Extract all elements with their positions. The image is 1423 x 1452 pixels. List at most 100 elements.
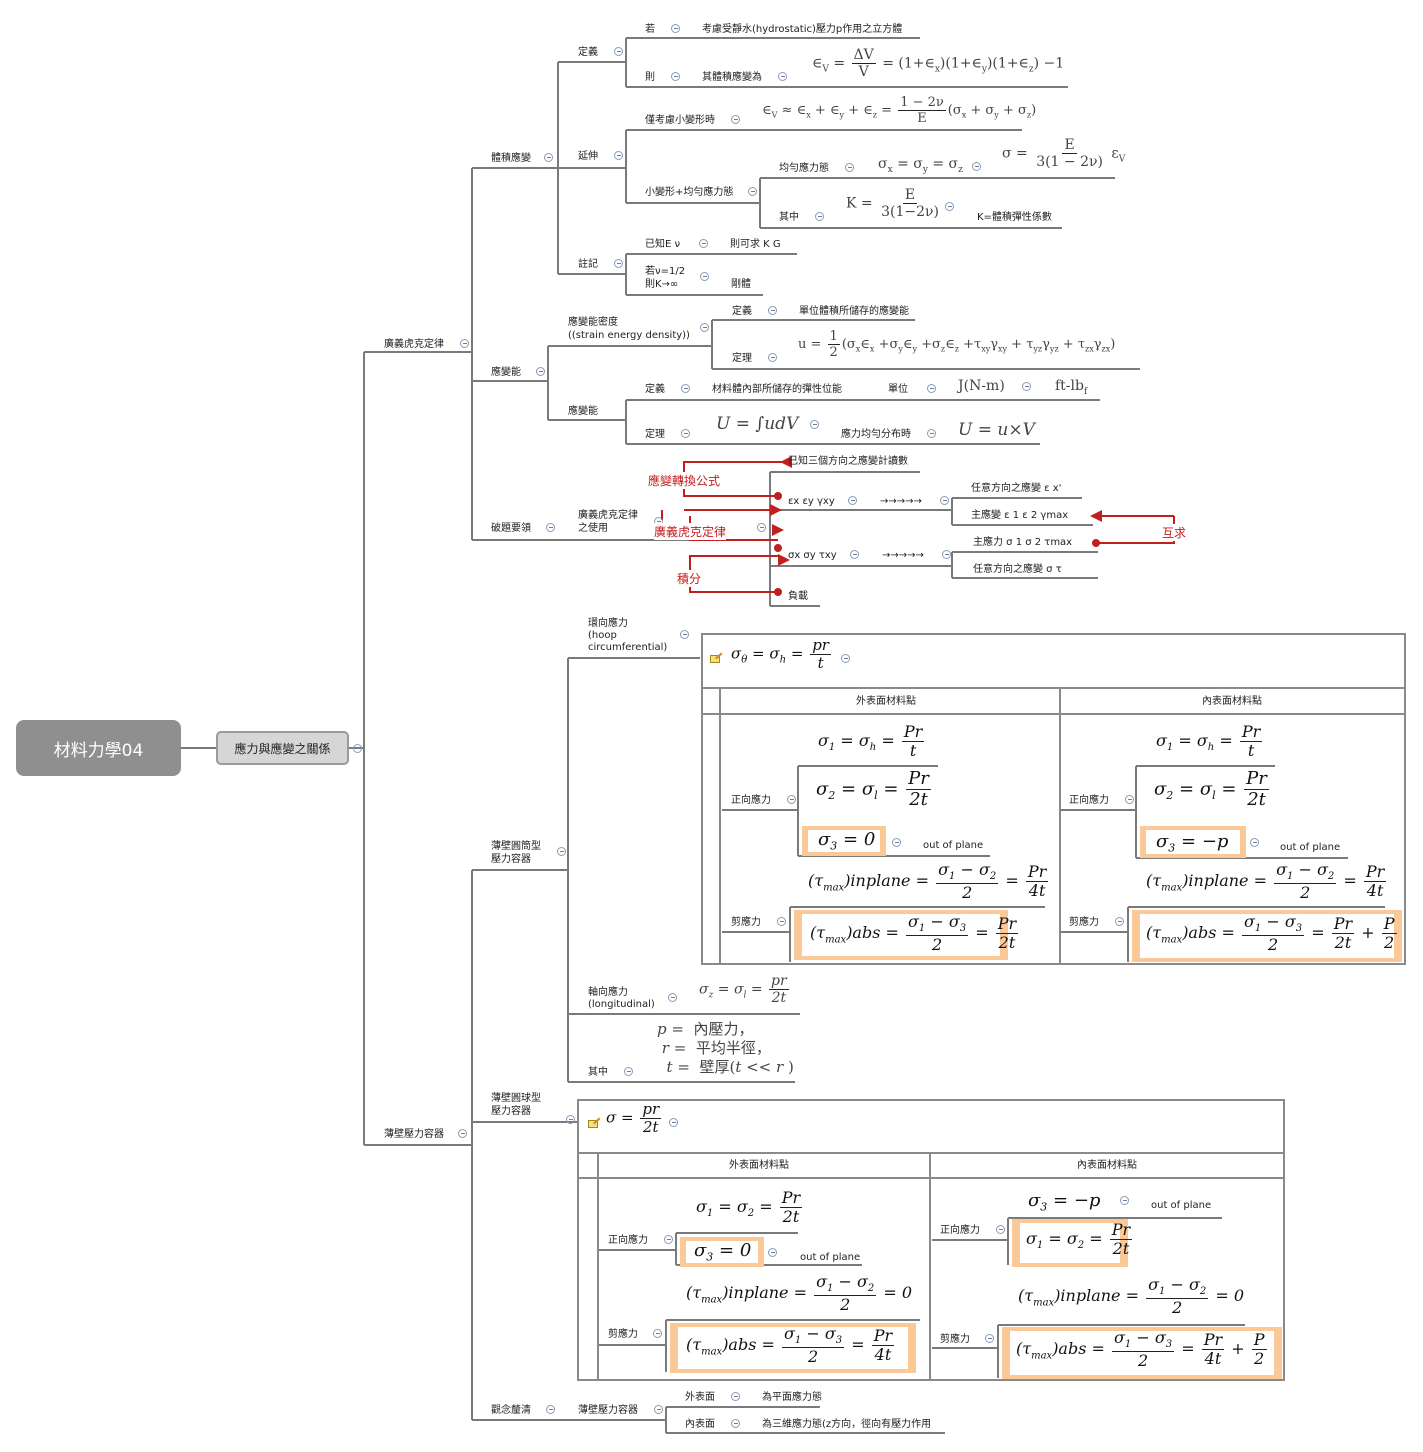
topic-small-uniform[interactable]: 小變形+均勻應力態	[645, 187, 734, 198]
topic-hooke-usage[interactable]: 廣義虎克定律	[578, 510, 638, 521]
collapse-icon[interactable]	[731, 1392, 740, 1401]
collapse-icon[interactable]	[614, 259, 623, 268]
collapse-icon[interactable]	[566, 1115, 575, 1124]
topic-hoop-en[interactable]: (hoop	[588, 630, 617, 641]
topic-theorem[interactable]: 定理	[732, 353, 752, 364]
collapse-icon[interactable]	[841, 654, 850, 663]
collapse-icon[interactable]	[768, 353, 777, 362]
topic-notes[interactable]: 註記	[578, 259, 598, 270]
collapse-icon[interactable]	[668, 993, 677, 1002]
topic-hydrostatic-cube[interactable]: 考慮受靜水(hydrostatic)壓力p作用之立方體	[702, 24, 903, 35]
topic-principal-strain[interactable]: 主應變 ε 1 ε 2 γmax	[971, 510, 1069, 521]
collapse-icon[interactable]	[731, 115, 740, 124]
collapse-icon[interactable]	[850, 550, 859, 559]
edit-icon[interactable]	[588, 1117, 601, 1128]
collapse-icon[interactable]	[653, 1329, 662, 1338]
topic-principal-stress[interactable]: 主應力 σ 1 σ 2 τmax	[973, 537, 1073, 548]
collapse-icon[interactable]	[731, 1419, 740, 1428]
collapse-icon[interactable]	[546, 1405, 555, 1414]
collapse-icon[interactable]	[945, 202, 954, 211]
topic-3d-stress[interactable]: 為三維應力態(z方向，徑向有壓力作用	[762, 1419, 932, 1430]
collapse-icon[interactable]	[768, 1248, 777, 1257]
collapse-icon[interactable]	[700, 323, 709, 332]
topic-concept-vessel[interactable]: 薄壁壓力容器	[578, 1405, 638, 1416]
topic-normal-stress[interactable]: 正向應力	[731, 795, 771, 806]
topic-hooke-usage-2[interactable]: 之使用	[578, 523, 608, 534]
topic-definition[interactable]: 定義	[732, 306, 752, 317]
topic-uniform-distribution[interactable]: 應力均勻分布時	[841, 429, 911, 440]
topic-small-deformation[interactable]: 僅考慮小變形時	[645, 115, 715, 126]
edit-icon[interactable]	[710, 652, 723, 663]
topic-unit[interactable]: 單位	[888, 384, 908, 395]
topic-nu-half[interactable]: 若ν=1/2	[645, 266, 686, 277]
topic-uniform-stress[interactable]: 均勻應力態	[779, 163, 829, 174]
collapse-icon[interactable]	[654, 1405, 663, 1414]
collapse-icon[interactable]	[699, 239, 708, 248]
topic-volume-strain[interactable]: 體積應變	[491, 153, 531, 164]
topic-strain-energy[interactable]: 應變能	[491, 367, 521, 378]
topic-energy-per-volume[interactable]: 單位體積所儲存的應變能	[799, 306, 909, 317]
topic-normal-stress[interactable]: 正向應力	[608, 1235, 648, 1246]
topic-rigid-body[interactable]: 剛體	[731, 279, 751, 290]
topic-extension[interactable]: 延伸	[578, 151, 598, 162]
topic-load[interactable]: 負載	[788, 591, 808, 602]
collapse-icon[interactable]	[664, 1235, 673, 1244]
collapse-icon[interactable]	[927, 384, 936, 393]
topic-pressure-vessel[interactable]: 薄壁壓力容器	[384, 1129, 444, 1140]
collapse-icon[interactable]	[1250, 838, 1259, 847]
collapse-icon[interactable]	[544, 153, 553, 162]
topic-cylinder-2[interactable]: 壓力容器	[491, 854, 531, 865]
collapse-icon[interactable]	[777, 917, 786, 926]
topic-known-gauge[interactable]: 已知三個方向之應變計讀數	[788, 456, 908, 467]
topic-where[interactable]: 其中	[588, 1067, 608, 1078]
collapse-icon[interactable]	[927, 429, 936, 438]
collapse-icon[interactable]	[624, 1067, 633, 1076]
collapse-icon[interactable]	[815, 212, 824, 221]
topic-volume-strain-is[interactable]: 其體積應變為	[702, 72, 762, 83]
collapse-icon[interactable]	[985, 1334, 994, 1343]
collapse-icon[interactable]	[778, 72, 787, 81]
collapse-icon[interactable]	[1125, 795, 1134, 804]
collapse-icon[interactable]	[848, 496, 857, 505]
topic-bulk-modulus[interactable]: K=體積彈性係數	[977, 212, 1052, 223]
root-topic[interactable]: 材料力學04	[16, 720, 181, 776]
topic-key-points[interactable]: 破題要領	[491, 523, 531, 534]
topic-if[interactable]: 若	[645, 24, 655, 35]
topic-shear-stress[interactable]: 剪應力	[1069, 917, 1099, 928]
collapse-icon[interactable]	[536, 367, 545, 376]
collapse-icon[interactable]	[458, 1129, 467, 1138]
collapse-icon[interactable]	[669, 1118, 678, 1127]
topic-definition[interactable]: 定義	[578, 47, 598, 58]
topic-then[interactable]: 則	[645, 72, 655, 83]
collapse-icon[interactable]	[768, 306, 777, 315]
topic-outer-surface[interactable]: 外表面	[685, 1392, 715, 1403]
topic-sphere-2[interactable]: 壓力容器	[491, 1106, 531, 1117]
topic-theorem[interactable]: 定理	[645, 429, 665, 440]
topic-normal-stress[interactable]: 正向應力	[1069, 795, 1109, 806]
topic-any-direction-strain[interactable]: 任意方向之應變 ε x'	[971, 483, 1062, 494]
topic-find-k-g[interactable]: 則可求 K G	[730, 239, 781, 250]
topic-shear-stress[interactable]: 剪應力	[608, 1329, 638, 1340]
topic-normal-stress[interactable]: 正向應力	[940, 1225, 980, 1236]
topic-definition[interactable]: 定義	[645, 384, 665, 395]
collapse-icon[interactable]	[700, 272, 709, 281]
collapse-icon[interactable]	[748, 187, 757, 196]
topic-strains[interactable]: εx εy γxy	[788, 496, 835, 507]
topic-concept[interactable]: 觀念釐清	[491, 1405, 531, 1416]
collapse-icon[interactable]	[787, 795, 796, 804]
topic-any-direction-stress[interactable]: 任意方向之應變 σ τ	[973, 564, 1062, 575]
collapse-icon[interactable]	[671, 24, 680, 33]
topic-generalized-hooke[interactable]: 廣義虎克定律	[384, 339, 444, 350]
topic-known-e-nu[interactable]: 已知E ν	[645, 239, 681, 250]
topic-shear-stress[interactable]: 剪應力	[731, 917, 761, 928]
collapse-icon[interactable]	[810, 420, 819, 429]
topic-elastic-potential[interactable]: 材料體內部所儲存的彈性位能	[712, 384, 842, 395]
topic-axial-stress[interactable]: 軸向應力	[588, 987, 628, 998]
topic-k-infinite[interactable]: 則K→∞	[645, 279, 679, 290]
topic-strain-energy-density[interactable]: 應變能密度	[568, 317, 618, 328]
topic-shear-stress[interactable]: 剪應力	[940, 1334, 970, 1345]
collapse-icon[interactable]	[680, 630, 689, 639]
collapse-icon[interactable]	[892, 838, 901, 847]
collapse-icon[interactable]	[681, 429, 690, 438]
topic-cylinder[interactable]: 薄壁圓筒型	[491, 841, 541, 852]
